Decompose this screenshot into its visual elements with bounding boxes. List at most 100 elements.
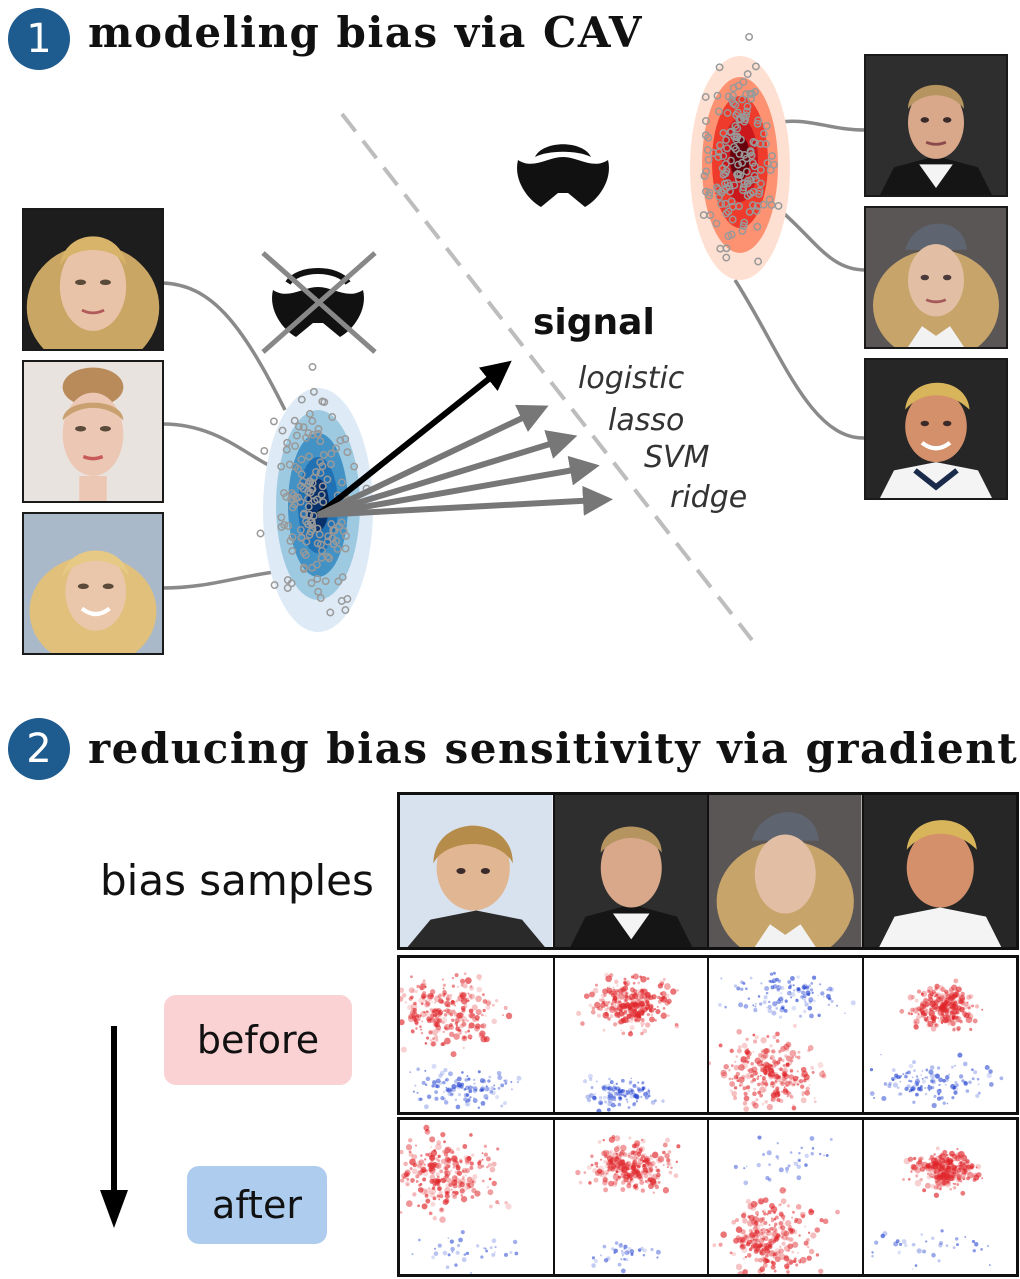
heat-speck: [750, 1218, 757, 1225]
heat-speck: [914, 1166, 921, 1174]
cav-diagram: [162, 32, 866, 642]
sample-point: [342, 531, 350, 540]
heat-speck: [660, 1099, 665, 1103]
heat-speck: [944, 1012, 949, 1017]
heat-speck: [973, 1242, 978, 1247]
heat-speck: [948, 1014, 951, 1017]
heat-speck: [733, 984, 738, 988]
heat-speck: [748, 1067, 754, 1074]
heat-speck: [752, 1077, 756, 1082]
heat-speck: [464, 1085, 470, 1091]
heat-speck: [980, 1008, 983, 1011]
heat-speck: [632, 1101, 636, 1106]
heat-speck: [609, 1014, 614, 1019]
heat-speck: [622, 1257, 626, 1261]
heat-speck: [648, 1016, 655, 1023]
heat-speck: [819, 983, 822, 986]
sample-point: [299, 510, 308, 519]
heat-speck: [480, 1085, 485, 1090]
heat-speck: [766, 1150, 772, 1156]
heat-speck: [602, 1028, 605, 1032]
heat-speck: [821, 1073, 827, 1079]
heat-speck: [503, 1005, 508, 1010]
heat-speck: [644, 1160, 649, 1165]
heat-speck: [759, 1074, 762, 1077]
sample-point: [762, 121, 771, 130]
heat-speck: [472, 1078, 476, 1082]
heat-speck: [801, 984, 807, 990]
heat-speck: [754, 1220, 759, 1225]
heat-speck: [615, 1168, 618, 1171]
heat-speck: [606, 1086, 611, 1091]
heat-speck: [778, 1221, 783, 1226]
heat-speck: [756, 1162, 761, 1168]
heat-speck: [740, 1243, 747, 1250]
heat-speck: [464, 1174, 467, 1177]
heat-speck: [454, 1190, 459, 1196]
sample-point: [316, 469, 325, 477]
sample-point: [316, 594, 325, 603]
heat-speck: [743, 1106, 750, 1112]
heat-speck: [810, 1152, 814, 1156]
heat-speck: [445, 1027, 450, 1031]
heat-speck: [472, 1174, 478, 1180]
heat-speck: [916, 1077, 919, 1080]
heat-speck: [442, 1080, 446, 1085]
sample-point: [738, 158, 747, 167]
heat-speck: [944, 1176, 949, 1181]
heat-speck: [489, 1246, 493, 1250]
heat-speck: [613, 1007, 618, 1013]
face-photo: [864, 358, 1008, 500]
heat-speck: [469, 1133, 473, 1137]
heat-speck: [446, 1087, 452, 1092]
heat-speck: [591, 1006, 595, 1011]
heat-speck: [606, 1165, 610, 1169]
heat-speck: [424, 985, 427, 989]
heat-speck: [905, 1071, 909, 1074]
heat-speck: [643, 1007, 645, 1010]
heat-speck: [825, 1153, 829, 1157]
heat-speck: [617, 1000, 621, 1004]
heat-speck: [753, 1087, 757, 1091]
heat-speck: [660, 990, 666, 997]
heat-speck: [929, 1073, 935, 1079]
heat-speck: [781, 1232, 785, 1236]
sample-point: [260, 446, 269, 455]
heat-speck: [768, 1224, 771, 1227]
heat-speck: [929, 1065, 934, 1070]
heat-speck: [776, 1060, 781, 1065]
heat-speck: [431, 1063, 437, 1069]
sample-point: [327, 449, 336, 458]
heat-speck: [783, 1043, 790, 1050]
heat-speck: [778, 1057, 783, 1062]
heat-speck: [974, 1163, 981, 1170]
sample-photo: [863, 795, 1016, 947]
heat-speck: [799, 1084, 805, 1089]
heat-speck: [636, 998, 641, 1003]
heat-speck: [640, 1024, 643, 1028]
sample-point: [304, 480, 313, 488]
heat-speck: [951, 1028, 956, 1032]
heat-speck: [929, 1079, 933, 1083]
heat-speck: [472, 1088, 478, 1093]
heat-speck: [772, 1001, 778, 1007]
sample-point: [277, 523, 286, 531]
heat-speck: [629, 1088, 634, 1092]
heat-speck: [419, 1182, 423, 1186]
heat-speck: [919, 1010, 924, 1015]
heat-speck: [623, 977, 626, 981]
heat-speck: [720, 1231, 727, 1239]
heat-speck: [789, 1237, 794, 1242]
heat-speck: [752, 1233, 756, 1238]
sample-point: [308, 520, 317, 529]
heat-speck: [763, 995, 768, 1000]
heat-speck: [428, 1167, 433, 1173]
heat-speck: [503, 1079, 506, 1082]
heat-speck: [643, 1158, 649, 1165]
heat-speck: [624, 991, 627, 995]
heat-speck: [494, 1251, 496, 1254]
heat-speck: [635, 1156, 639, 1160]
heat-speck: [612, 1083, 615, 1087]
heat-speck: [485, 1005, 491, 1011]
heat-speck: [952, 1246, 955, 1250]
